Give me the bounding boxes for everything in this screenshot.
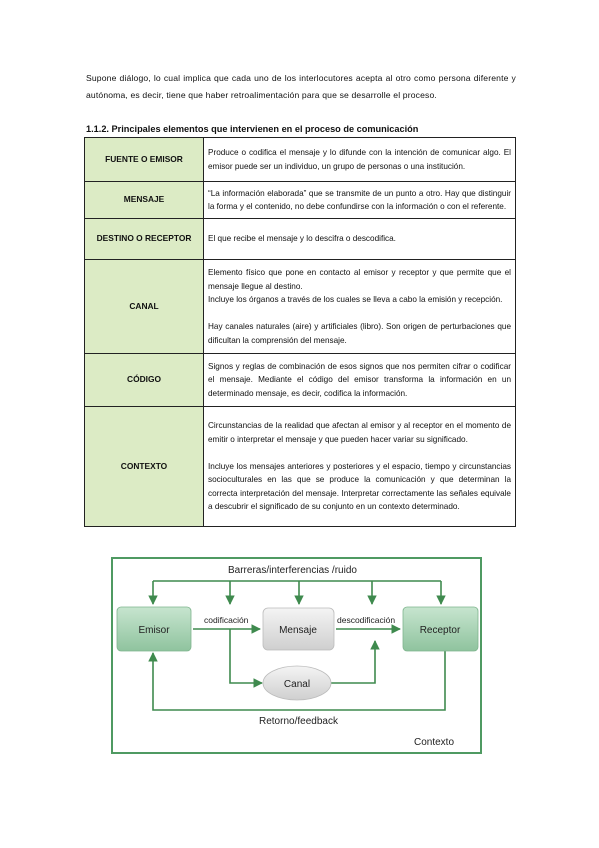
mensaje-label: Mensaje	[279, 625, 317, 636]
description-paragraph: Hay canales naturales (aire) y artificia…	[208, 322, 511, 345]
description-paragraph: Circunstancias de la realidad que afecta…	[208, 421, 511, 444]
diagram-frame	[111, 557, 482, 754]
description-paragraph: Signos y reglas de combinación de esos s…	[208, 361, 511, 398]
emisor-label: Emisor	[138, 625, 170, 636]
canal-ellipse: Canal	[262, 665, 332, 701]
description-paragraph: Produce o codifica el mensaje y lo difun…	[208, 148, 511, 171]
table-row: DESTINO O RECEPTOR El que recibe el mensa…	[84, 218, 516, 260]
element-name: DESTINO O RECEPTOR	[84, 218, 204, 260]
mensaje-box: Mensaje	[262, 607, 335, 651]
element-name: CÓDIGO	[84, 353, 204, 407]
element-description: “La información elaborada” que se transm…	[203, 181, 516, 219]
codificacion-label: codificación	[204, 615, 249, 625]
section-heading: 1.1.2. Principales elementos que intervi…	[86, 124, 419, 134]
description-paragraph: El que recibe el mensaje y lo descifra o…	[208, 234, 396, 244]
contexto-label: Contexto	[414, 737, 454, 748]
element-description: Elemento físico que pone en contacto al …	[203, 259, 516, 354]
element-name: CONTEXTO	[84, 406, 204, 527]
element-name: MENSAJE	[84, 181, 204, 219]
barriers-label: Barreras/interferencias /ruido	[228, 565, 357, 576]
description-paragraph: Elemento físico que pone en contacto al …	[208, 268, 511, 304]
feedback-label: Retorno/feedback	[259, 716, 339, 727]
flow-arrows	[148, 624, 446, 711]
element-name: CANAL	[84, 259, 204, 354]
receptor-label: Receptor	[420, 625, 461, 636]
descodificacion-label: descodificación	[337, 615, 395, 625]
intro-paragraph: Supone diálogo, lo cual implica que cada…	[86, 73, 516, 100]
receptor-box: Receptor	[402, 606, 479, 652]
communication-diagram: Barreras/interferencias /ruido Emisor Me…	[111, 557, 482, 754]
description-paragraph: “La información elaborada” que se transm…	[208, 188, 511, 212]
element-description: El que recibe el mensaje y lo descifra o…	[203, 218, 516, 260]
element-description: Signos y reglas de combinación de esos s…	[203, 353, 516, 407]
element-description: Circunstancias de la realidad que afecta…	[203, 406, 516, 527]
canal-label: Canal	[284, 679, 310, 690]
description-paragraph: Incluye los mensajes anteriores y poster…	[208, 461, 511, 512]
emisor-box: Emisor	[116, 606, 192, 652]
barrier-arrows	[148, 580, 446, 605]
table-row: MENSAJE“La información elaborada” que se…	[84, 181, 516, 219]
element-description: Produce o codifica el mensaje y lo difun…	[203, 137, 516, 182]
element-name: FUENTE O EMISOR	[84, 137, 204, 182]
